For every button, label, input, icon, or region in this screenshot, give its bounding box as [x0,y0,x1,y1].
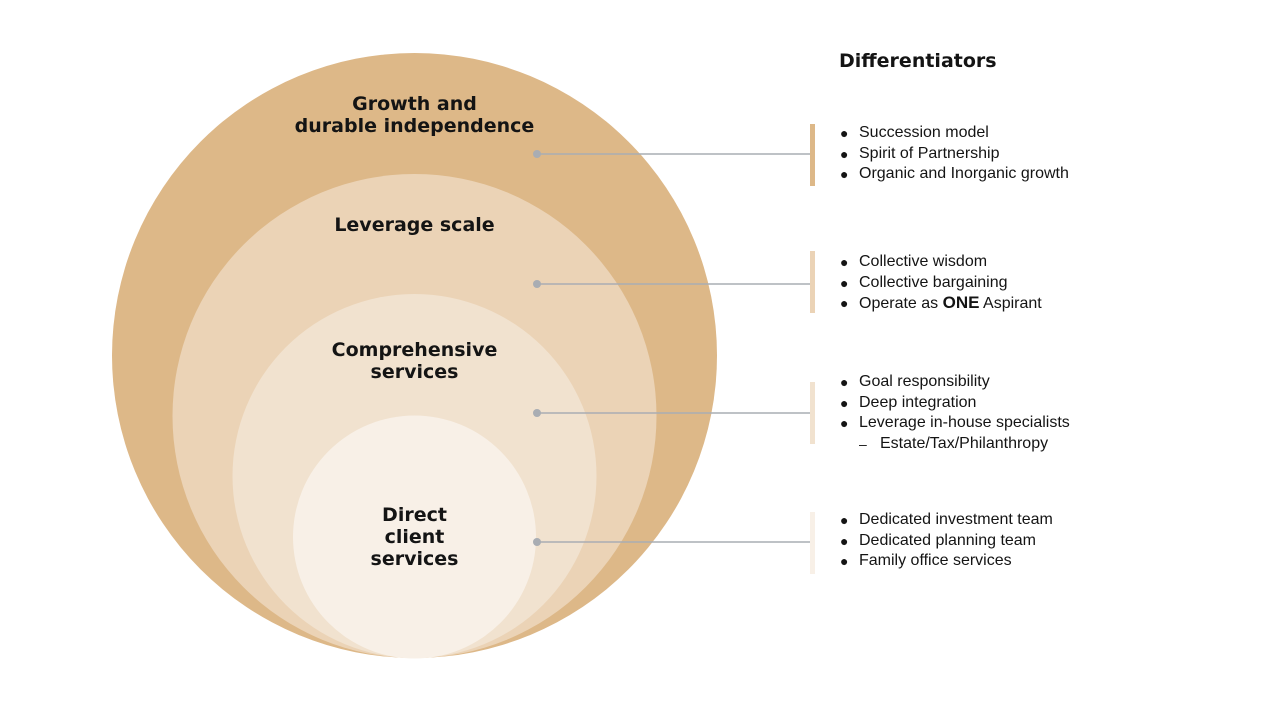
connector-dot-direct [533,538,541,546]
bullet-icon: ● [840,394,849,411]
list-item: ● Organic and Inorganic growth [840,164,1069,185]
list-item: ● Collective bargaining [840,273,1042,294]
list-item: ● Operate as ONE Aspirant [840,293,1042,315]
circle-label-line: Comprehensive [332,339,498,361]
bullet-icon: ● [840,415,849,432]
dash-bullet-icon: – [859,435,867,452]
bullet-icon: ● [840,532,849,549]
differentiator-list-direct: ● Dedicated investment team ● Dedicated pla… [840,510,1053,572]
item-text: Estate/Tax/Philanthropy [880,434,1049,452]
list-item: ● Goal responsibility [840,372,1070,393]
connector-dot-growth [533,150,541,158]
list-item: ● Family office services [840,551,1053,572]
differentiators-heading: Differentiators [839,50,997,72]
emphasis-text: ONE [942,293,980,313]
item-text: Deep integration [859,393,977,411]
item-text: Dedicated investment team [859,511,1053,528]
bullet-icon: ● [840,553,849,570]
bullet-icon: ● [840,295,849,312]
bullet-icon: ● [840,166,849,183]
item-text: Aspirant [979,295,1042,313]
differentiator-list-comprehensive: ● Goal responsibility ● Deep integration ● Le… [840,372,1070,454]
differentiator-list-growth: ●Succession model●Spirit of Partnership●… [840,123,1069,185]
circle-label-line: client [385,526,445,548]
item-text: Operate as [859,295,943,313]
list-item: ● Collective wisdom [840,252,1042,273]
circle-label-line: durable independence [295,115,535,137]
bullet-icon: ● [840,254,849,270]
bracket-bar-direct [810,512,815,574]
item-text: Collective bargaining [859,273,1008,291]
sub-list-item: –Estate/Tax/Philanthropy [840,434,1070,455]
item-text: Spirit of Partnership [859,144,1000,162]
bullet-icon: ● [840,512,849,528]
connector-dot-scale [533,280,541,288]
bullet-icon: ● [840,145,849,162]
item-text: Organic and Inorganic growth [859,165,1069,183]
circle-label-line: Direct [382,504,447,526]
circle-label-line: Leverage scale [334,214,494,236]
circle-direct [293,415,536,659]
connector-dot-comprehensive [533,409,541,417]
item-text: Collective wisdom [859,253,988,270]
circle-label-line: services [371,361,459,383]
bullet-icon: ● [840,274,849,291]
list-item: ● Dedicated investment team [840,510,1053,531]
item-text: Dedicated planning team [859,531,1037,549]
list-item: ● Spirit of Partnership [840,144,1069,165]
item-text: Family office services [859,552,1012,570]
bracket-bar-growth [810,124,815,186]
circle-label-line: Growth and [352,93,477,115]
bullet-icon: ● [840,125,849,141]
circle-label-scale: Leverage scale [334,214,494,236]
item-text: Leverage in-house specialists [859,414,1070,432]
list-item: ● Dedicated planning team [840,531,1053,552]
differentiator-list-scale: ● Collective wisdom ● Collective bargaining… [840,252,1042,315]
list-item: ● Deep integration [840,393,1070,414]
list-item: ● Succession model [840,123,1069,144]
bracket-bar-scale [810,251,815,313]
list-item: ● Leverage in-house specialists [840,413,1070,434]
bracket-bar-comprehensive [810,382,815,444]
bullet-icon: ● [840,374,849,390]
item-text: Succession model [859,124,989,141]
item-text: Goal responsibility [859,373,990,390]
circle-label-line: services [371,548,459,570]
